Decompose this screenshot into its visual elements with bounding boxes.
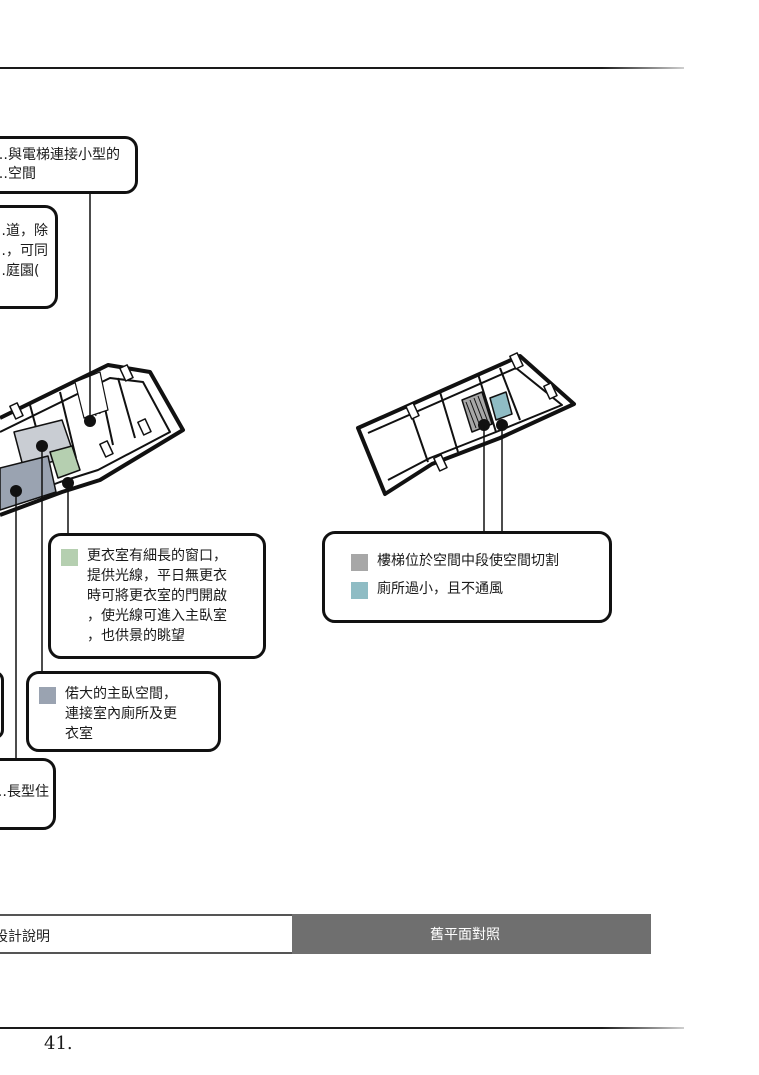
callout-closet-line-5: ，也供景的眺望: [87, 628, 185, 644]
footer-tab-design-notes: 設計說明: [0, 914, 292, 954]
page-number: 41.: [44, 1033, 73, 1054]
callout-closet-line-2: 提供光線，平日無更衣: [87, 568, 227, 584]
footer-right-label: 舊平面對照: [430, 927, 500, 943]
callout-elevator: …與電梯連接小型的 …空間: [0, 136, 138, 194]
callout-elevator-line-1: …與電梯連接小型的: [0, 147, 120, 163]
callout-long-house-line-1: …長型住: [0, 784, 49, 800]
callout-master-line-3: 衣室: [65, 726, 93, 742]
callout-long-house: …長型住: [0, 758, 56, 830]
callout-closet: 更衣室有細長的窗口， 提供光線，平日無更衣 時可將更衣室的門開啟 ，使光線可進入…: [48, 533, 266, 659]
top-rule: [0, 67, 684, 69]
callout-closet-line-3: 時可將更衣室的門開啟: [87, 588, 227, 604]
bottom-rule: [0, 1027, 684, 1029]
callout-elevator-line-2: …空間: [0, 166, 36, 182]
callout-closet-line-4: ，使光線可進入主臥室: [87, 608, 227, 624]
callout-master-line-2: 連接室內廁所及更: [65, 706, 177, 722]
callout-closet-line-1: 更衣室有細長的窗口，: [87, 548, 227, 564]
callout-master-line-1: 偌大的主臥空間，: [65, 686, 177, 702]
footer-tab-old-plan: 舊平面對照: [292, 914, 651, 954]
callout-cropped-left: [0, 671, 4, 739]
legend-swatch-gray: [351, 554, 368, 571]
new-floor-plan: [0, 193, 185, 758]
callout-passage-line-3: …庭園(: [0, 263, 40, 279]
legend-swatch-slate: [39, 687, 56, 704]
callout-old-plan-line-2: 廁所過小，且不通風: [377, 581, 503, 597]
callout-old-plan-line-1: 樓梯位於空間中段使空間切割: [377, 553, 559, 569]
footer-left-label: 設計說明: [0, 929, 50, 945]
legend-swatch-green: [61, 549, 78, 566]
callout-old-plan: 樓梯位於空間中段使空間切割 廁所過小，且不通風: [322, 531, 612, 623]
callout-master-bedroom: 偌大的主臥空間， 連接室內廁所及更 衣室: [26, 671, 221, 752]
callout-passage-line-2: …，可同: [0, 243, 48, 259]
callout-passage-line-1: …道，除: [0, 223, 48, 239]
old-floor-plan: [356, 352, 576, 531]
callout-passage: …道，除 …，可同 …庭園(: [0, 205, 58, 309]
legend-swatch-teal: [351, 582, 368, 599]
